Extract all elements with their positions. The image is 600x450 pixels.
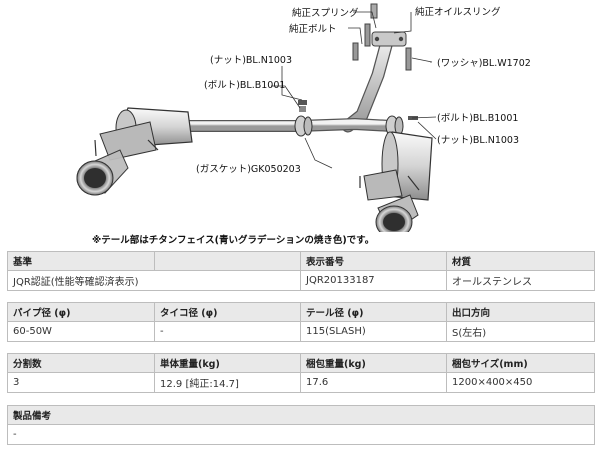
value-display-number: JQR20133187 (300, 270, 447, 291)
value-split-count: 3 (7, 372, 155, 393)
label-nut-top: (ナット)BL.N1003 (210, 55, 292, 66)
tail-note: ※テール部はチタンフェイス(青いグラデーションの焼き色)です。 (92, 235, 375, 246)
header-standard: 基準 (7, 251, 155, 271)
header-tail-diameter: テール径 (φ) (300, 302, 447, 322)
gasket-flange-left (294, 100, 313, 137)
value-unit-weight: 12.9 [純正:14.7] (154, 372, 301, 393)
value-material: オールステンレス (446, 270, 595, 291)
header-package-size: 梱包サイズ(mm) (446, 353, 595, 373)
spec-table-remarks: 製品備考 - (7, 405, 595, 445)
label-bolt-left: (ボルト)BL.B1001 (204, 80, 285, 91)
header-split-count: 分割数 (7, 353, 155, 373)
label-genuine-spring: 純正スプリング (292, 7, 359, 19)
value-product-remarks: - (7, 424, 595, 445)
header-material: 材質 (446, 251, 595, 271)
header-package-weight: 梱包重量(kg) (300, 353, 447, 373)
label-genuine-bolt: 純正ボルト (289, 23, 337, 35)
spec-table-weight: 分割数 単体重量(kg) 梱包重量(kg) 梱包サイズ(mm) 3 12.9 [… (7, 353, 595, 393)
value-tail-diameter: 115(SLASH) (300, 321, 447, 342)
leader-lines (271, 11, 437, 169)
muffler-right (359, 131, 433, 232)
spec-table-dimensions: パイプ径 (φ) タイコ径 (φ) テール径 (φ) 出口方向 60-50W -… (7, 302, 595, 342)
header-display-number: 表示番号 (300, 251, 447, 271)
label-gasket: (ガスケット)GK050203 (196, 164, 301, 175)
label-bolt-right: (ボルト)BL.B1001 (437, 113, 518, 124)
header-drum-diameter: タイコ径 (φ) (154, 302, 301, 322)
exhaust-diagram: 純正スプリング 純正ボルト 純正オイルスリング (ナット)BL.N1003 (ワ… (76, 3, 531, 232)
value-drum-diameter: - (154, 321, 301, 342)
header-exit-direction: 出口方向 (446, 302, 595, 322)
label-washer: (ワッシャ)BL.W1702 (437, 58, 531, 69)
value-standard: JQR認証(性能等確認済表示) (7, 270, 301, 291)
value-pipe-diameter: 60-50W (7, 321, 155, 342)
mid-pipe (184, 117, 398, 132)
header-product-remarks: 製品備考 (7, 405, 595, 425)
header-unit-weight: 単体重量(kg) (154, 353, 301, 373)
value-exit-direction: S(左右) (446, 321, 595, 342)
spec-table-standard: 基準 表示番号 材質 JQR認証(性能等確認済表示) JQR20133187 オ… (7, 251, 595, 291)
header-pipe-diameter: パイプ径 (φ) (7, 302, 155, 322)
value-package-size: 1200×400×450 (446, 372, 595, 393)
label-genuine-oil-ring: 純正オイルスリング (415, 6, 501, 18)
header-empty (154, 251, 301, 271)
spring-bolts (352, 3, 412, 71)
muffler-left (76, 107, 193, 196)
value-package-weight: 17.6 (300, 372, 447, 393)
label-nut-right: (ナット)BL.N1003 (437, 135, 519, 146)
